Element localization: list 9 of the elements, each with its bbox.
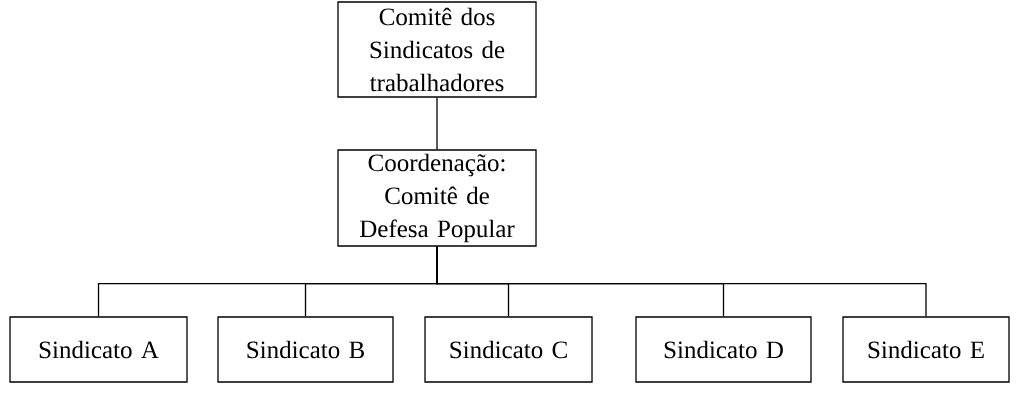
org-box: Comitê dos Sindicatos de trabalhadores [337, 1, 537, 98]
connector-line [436, 97, 438, 150]
org-box: Sindicato E [842, 316, 1010, 383]
org-box: Sindicato C [424, 316, 593, 383]
org-box: Sindicato A [9, 316, 188, 383]
org-box: Sindicato D [635, 316, 812, 383]
org-box: Coordenação: Comitê de Defesa Popular [337, 149, 537, 247]
org-box: Sindicato B [217, 316, 394, 383]
connector-line [436, 246, 927, 317]
